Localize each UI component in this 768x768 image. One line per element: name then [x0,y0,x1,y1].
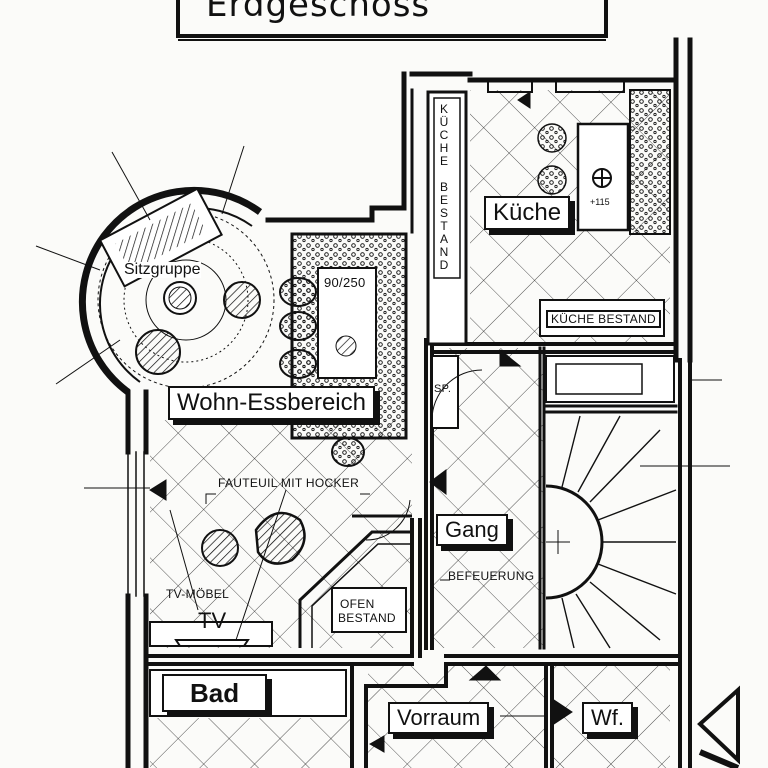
bay-window [35,145,275,395]
plan-title: Erdgeschoss [206,0,431,25]
speis-cabinet [431,355,675,429]
annotation-herd-mass: +115 [590,197,610,207]
living-furniture [149,489,370,647]
room-label-kueche: Küche [484,196,571,230]
annotation-speis: SP. [434,383,452,395]
annotation-ofen-bestand-2: BESTAND [338,611,396,625]
title-frame [176,0,608,38]
kitchen-furniture [426,80,671,346]
annotation-kueche-bestand: KÜCHE BESTAND [546,310,662,328]
annotation-kueche-bestand-vertical: KÜCHE BESTAND [437,102,451,271]
annotation-ofen-bestand-1: OFEN [340,597,375,611]
staircase [545,415,677,649]
oven-block [298,514,412,648]
dining-counter [279,232,408,467]
annotation-sitzgruppe: Sitzgruppe [124,261,201,278]
floor-bath [150,718,350,768]
room-label-gang: Gang [436,514,508,546]
door-swings [365,369,483,600]
annotation-befeuerung: BEFEUERUNG [448,569,535,583]
annotation-fauteuil: FAUTEUIL MIT HOCKER [218,476,360,490]
annotation-tisch-mass: 90/250 [324,275,366,290]
room-label-wohn-essbereich: Wohn-Essbereich [168,386,375,420]
room-label-bad: Bad [162,674,268,712]
section-arrows [84,91,740,768]
room-label-wc: Wf. [582,702,633,734]
annotation-tv: TV [198,608,227,633]
room-label-vorraum: Vorraum [388,702,490,734]
annotation-tv-moebel: TV-MÖBEL [166,587,230,601]
